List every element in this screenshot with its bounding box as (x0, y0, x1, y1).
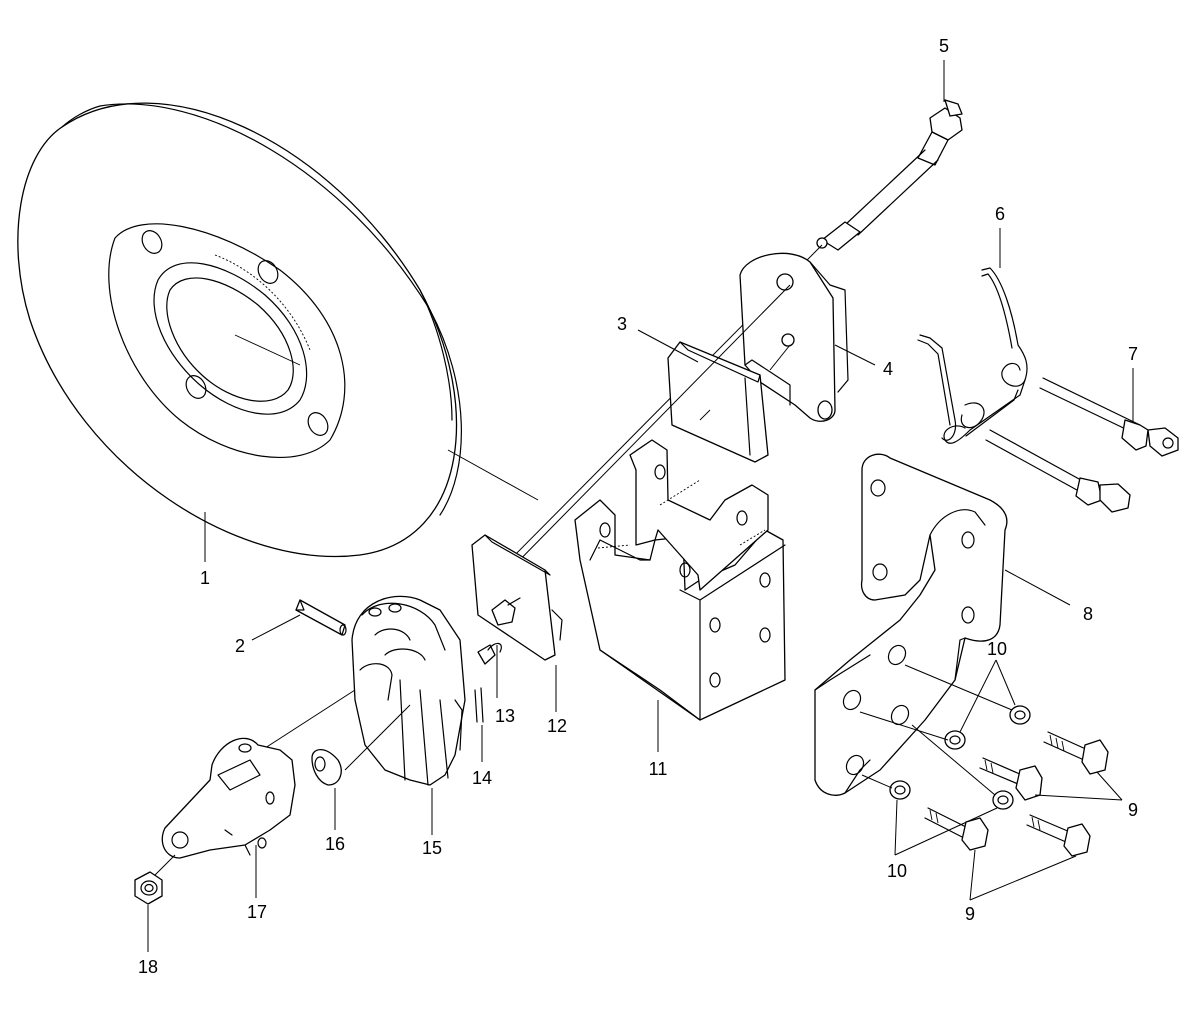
callout-9-bottom: 9 (965, 904, 975, 924)
callout-11: 11 (649, 759, 668, 779)
callout-10-lower: 10 (887, 861, 907, 881)
brake-pad-12 (471, 534, 563, 712)
mounting-bracket-8 (814, 453, 1071, 796)
bolts-9 (924, 731, 1123, 901)
callout-3: 3 (617, 314, 627, 334)
callout-18: 18 (138, 957, 158, 977)
brake-disc (17, 102, 539, 562)
seal-16 (311, 748, 342, 830)
washers-10 (859, 659, 1031, 856)
pin-2 (251, 599, 347, 641)
callout-13: 13 (495, 706, 515, 726)
plate-17 (149, 737, 296, 898)
callout-14: 14 (472, 768, 492, 788)
callout-17: 17 (247, 902, 267, 922)
spring-clip-6 (917, 228, 1028, 444)
caliper-housing-15 (261, 595, 466, 835)
bolts-7 (985, 368, 1179, 513)
callout-10-upper: 10 (987, 639, 1007, 659)
pin-14 (474, 687, 484, 762)
callout-15: 15 (422, 838, 442, 858)
callout-4: 4 (883, 359, 893, 379)
caliper-body-11 (574, 439, 786, 752)
callout-1: 1 (200, 568, 210, 588)
pin-13 (477, 642, 502, 698)
brake-pad-3 (499, 284, 791, 581)
callout-2: 2 (235, 636, 245, 656)
callout-9-right: 9 (1128, 800, 1138, 820)
callout-5: 5 (939, 36, 949, 56)
callout-6: 6 (995, 204, 1005, 224)
nut-18 (134, 871, 163, 952)
callout-12: 12 (547, 716, 567, 736)
callout-8: 8 (1083, 604, 1093, 624)
callout-7: 7 (1128, 344, 1138, 364)
callout-16: 16 (325, 834, 345, 854)
